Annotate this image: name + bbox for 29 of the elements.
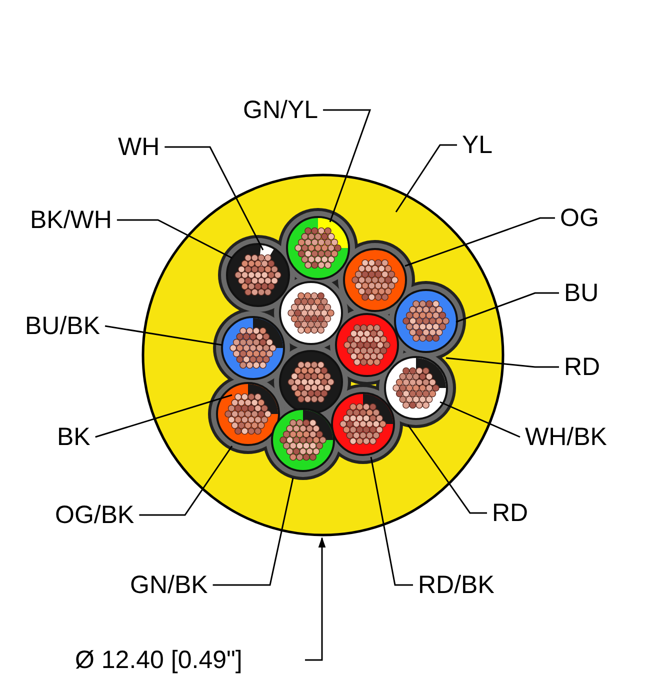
- wire-color-label: BK/WH: [30, 205, 112, 235]
- wire-color-label: BK: [57, 422, 90, 452]
- leader-line: [407, 424, 487, 514]
- wire-color-label: OG/BK: [55, 500, 134, 530]
- leader-line: [139, 446, 233, 516]
- leader-line: [116, 219, 232, 259]
- wire-color-label: YL: [462, 130, 493, 160]
- wire-color-label: RD: [564, 352, 600, 382]
- leader-line: [404, 217, 555, 267]
- leader-line: [446, 357, 559, 368]
- wire-color-label: OG: [560, 203, 599, 233]
- wire-color-label: WH: [118, 132, 160, 162]
- leader-line: [370, 456, 413, 586]
- wire-color-label: BU/BK: [25, 311, 100, 341]
- leader-line: [95, 394, 232, 438]
- leader-line: [323, 109, 372, 222]
- wire-color-label: WH/BK: [525, 422, 607, 452]
- leader-line: [456, 292, 559, 323]
- leader-line: [212, 478, 294, 586]
- wire-color-label: BU: [564, 278, 599, 308]
- wire-color-label: RD/BK: [418, 570, 494, 600]
- leader-line: [395, 144, 457, 212]
- diameter-dimension: Ø 12.40 [0.49"]: [75, 645, 242, 675]
- leader-line: [104, 325, 222, 346]
- wire-color-label: RD: [492, 498, 528, 528]
- leader-line: [440, 401, 520, 438]
- leader-line: [164, 146, 264, 250]
- wire-color-label: GN/YL: [243, 95, 318, 125]
- wire-color-label: GN/BK: [130, 570, 208, 600]
